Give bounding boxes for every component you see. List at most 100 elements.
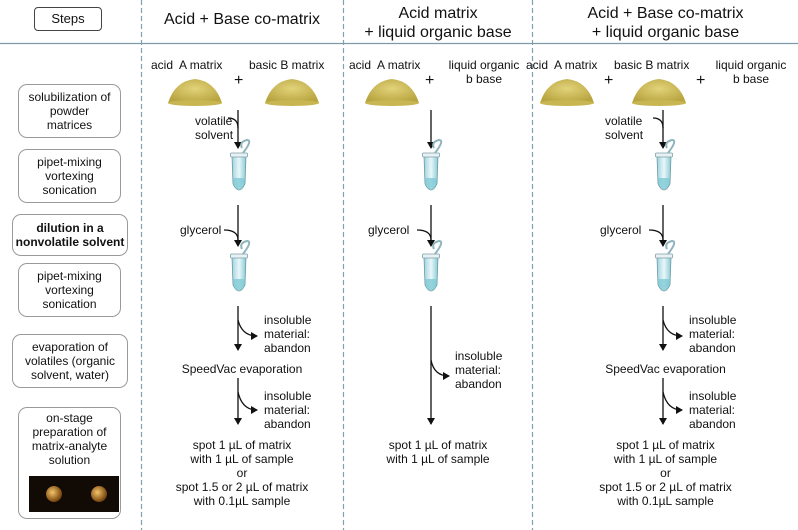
col3-spot-instructions: spot 1 µL of matrix with 1 µL of sample … <box>533 438 798 508</box>
col3-acid-a-label: acid A matrix <box>526 58 598 72</box>
step-text: solution <box>48 453 91 467</box>
b-base-text: b base <box>732 72 770 86</box>
header-col3-line1: Acid + Base co-matrix <box>587 5 744 22</box>
abandon-text: abandon <box>455 377 502 391</box>
acid-a-powder-col1 <box>168 79 222 106</box>
col2-plus: + <box>425 72 435 89</box>
step-text: powder <box>49 104 90 118</box>
col2-spot-instructions: spot 1 µL of matrix with 1 µL of sample <box>344 438 532 466</box>
step-text: nonvolatile solvent <box>15 235 125 249</box>
col3-insoluble-2: insoluble material: abandon <box>689 389 736 431</box>
spot-right <box>91 486 107 502</box>
abandon-text: abandon <box>689 417 736 431</box>
col1-acid-a-label: acid A matrix <box>151 58 223 72</box>
header-col2: Acid matrix + liquid organic base <box>344 4 532 42</box>
spot-text: or <box>236 466 248 480</box>
step-text: matrices <box>46 118 93 132</box>
volatile-text: volatile <box>195 114 233 128</box>
step-text: matrix-analyte <box>31 439 108 453</box>
col2-insoluble: insoluble material: abandon <box>455 349 502 391</box>
spot-text: spot 1.5 or 2 µL of matrix <box>599 480 732 494</box>
spot-text: spot 1 µL of matrix <box>616 438 715 452</box>
step-text: preparation of <box>32 425 107 439</box>
material-text: material: <box>264 403 311 417</box>
insoluble-text: insoluble <box>455 349 503 363</box>
spot-left <box>46 486 62 502</box>
solvent-text: solvent <box>195 128 234 142</box>
col3-liquid-base-label: liquid organic b base <box>704 58 798 86</box>
material-text: material: <box>455 363 502 377</box>
step-text: solvent, water) <box>30 368 109 382</box>
tube-col1-b <box>229 240 251 292</box>
liquid-organic-text: liquid organic <box>448 58 520 72</box>
col1-spot-instructions: spot 1 µL of matrix with 1 µL of sample … <box>142 438 342 508</box>
step-text: dilution in a <box>36 221 104 235</box>
step-text: sonication <box>42 183 97 197</box>
liquid-organic-text: liquid organic <box>715 58 787 72</box>
col3-insoluble-1: insoluble material: abandon <box>689 313 736 355</box>
header-col3: Acid + Base co-matrix + liquid organic b… <box>533 4 798 42</box>
header-col2-line2: + liquid organic base <box>364 24 512 41</box>
basic-b-powder-col1 <box>265 79 319 106</box>
spot-text: with 1 µL of sample <box>613 452 718 466</box>
abandon-text: abandon <box>689 341 736 355</box>
tube-col3-a <box>654 139 676 191</box>
material-text: material: <box>264 327 311 341</box>
material-text: material: <box>689 403 736 417</box>
spot-text: spot 1 µL of matrix <box>388 438 488 452</box>
tube-col3-b <box>654 240 676 292</box>
spot-text: with 1 µL of sample <box>386 452 490 466</box>
material-text: material: <box>689 327 736 341</box>
col2-liquid-base-label: liquid organic b base <box>437 58 531 86</box>
steps-header-box: Steps <box>34 7 102 31</box>
step-text: pipet-mixing <box>37 269 102 283</box>
col1-insoluble-2: insoluble material: abandon <box>264 389 311 431</box>
col2-acid-a-label: acid A matrix <box>349 58 421 72</box>
step-text: volatiles (organic <box>24 354 116 368</box>
col3-volatile-solvent: volatile solvent <box>605 114 643 142</box>
step-text: on-stage <box>46 411 93 425</box>
col3-plus-1: + <box>604 72 614 89</box>
col2-glycerol: glycerol <box>368 223 410 237</box>
insoluble-text: insoluble <box>264 313 312 327</box>
spot-text: spot 1 µL of matrix <box>192 438 292 452</box>
step-text: evaporation of <box>31 340 109 354</box>
tube-col2-b <box>421 240 443 292</box>
b-base-text: b base <box>465 72 503 86</box>
sample-spots-photo <box>29 476 119 512</box>
tube-col2-a <box>421 139 443 191</box>
spot-text: spot 1.5 or 2 µL of matrix <box>175 480 309 494</box>
solvent-text: solvent <box>605 128 644 142</box>
col1-plus: + <box>234 72 244 89</box>
step-text: sonication <box>42 297 97 311</box>
col1-glycerol: glycerol <box>180 223 222 237</box>
insoluble-text: insoluble <box>689 313 737 327</box>
spot-text: or <box>660 466 671 480</box>
spot-text: with 0.1µL sample <box>617 494 714 508</box>
col3-plus-2: + <box>696 72 706 89</box>
step-text: vortexing <box>45 169 94 183</box>
col1-volatile-solvent: volatile solvent <box>195 114 233 142</box>
col1-basic-b-label: basic B matrix <box>249 58 325 72</box>
spot-text: with 1 µL of sample <box>190 452 294 466</box>
header-col3-line2: + liquid organic base <box>591 24 740 41</box>
col3-glycerol: glycerol <box>600 223 642 237</box>
acid-a-powder-col3 <box>540 79 594 106</box>
header-col1: Acid + Base co-matrix <box>163 11 321 28</box>
col1-speedvac: SpeedVac evaporation <box>181 362 303 376</box>
col3-speedvac: SpeedVac evaporation <box>605 362 726 376</box>
col3-basic-b-label: basic B matrix <box>614 58 690 72</box>
insoluble-text: insoluble <box>689 389 737 403</box>
step-text: solubilization of <box>28 90 111 104</box>
step-text: pipet-mixing <box>37 155 102 169</box>
abandon-text: abandon <box>264 417 311 431</box>
step-text: vortexing <box>45 283 94 297</box>
basic-b-powder-col3 <box>632 79 686 106</box>
